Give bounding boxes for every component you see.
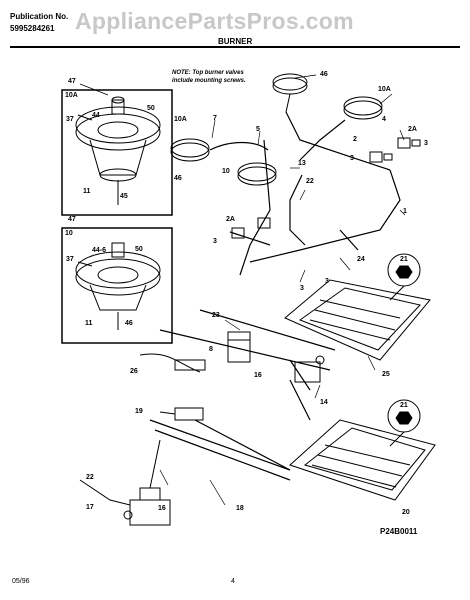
callout-1: 1	[403, 208, 407, 215]
callout-21-lower: 21	[400, 402, 408, 409]
callout-37-b: 37	[66, 256, 74, 263]
bracket-19	[159, 407, 204, 421]
valve-right-top	[397, 137, 421, 149]
callout-3-low2: 3	[325, 278, 329, 285]
callout-47-a: 47	[68, 78, 76, 85]
burner-base-10	[75, 242, 161, 330]
burner-10-center	[237, 162, 277, 186]
valve-right-mid	[369, 151, 393, 163]
callout-3-mid: 3	[350, 155, 354, 162]
callout-44-6-b: 44-6	[92, 247, 107, 254]
burner-top-right	[272, 73, 308, 113]
callout-46-top: 46	[320, 71, 328, 78]
callout-46-mid: 46	[174, 175, 182, 182]
callout-16-mid: 16	[254, 372, 262, 379]
publication-label: Publication No.	[10, 12, 69, 21]
callout-10-center: 10	[222, 168, 230, 175]
callout-17: 17	[86, 504, 94, 511]
callout-46-b: 46	[125, 320, 133, 327]
burner-10a-right	[343, 96, 383, 120]
callout-10a-right: 10A	[378, 86, 391, 93]
diagram-code: P24B0011	[380, 527, 418, 536]
burner-10a-left	[170, 138, 210, 162]
callout-3-low: 3	[300, 285, 304, 292]
lower-gas-rail	[149, 309, 336, 481]
callout-13: 13	[298, 160, 306, 167]
callout-10a-inset: 10A	[65, 92, 78, 99]
callout-50-a: 50	[147, 105, 155, 112]
nut-detail-lower	[387, 399, 421, 447]
watermark-logo: AppliancePartsPros.com	[75, 8, 354, 34]
callout-24: 24	[357, 256, 365, 263]
callout-14: 14	[320, 399, 328, 406]
callout-10a-left: 10A	[174, 116, 187, 123]
valve-left	[231, 217, 271, 239]
callout-3-right: 3	[424, 140, 428, 147]
callout-11-b: 11	[85, 320, 93, 327]
wiring-harness-26	[139, 353, 206, 373]
callout-10-inset: 10	[65, 230, 73, 237]
callout-5: 5	[256, 126, 260, 133]
publication-number: 5995284261	[10, 24, 55, 33]
callout-8: 8	[209, 346, 213, 353]
callout-7: 7	[213, 115, 217, 122]
callout-44-a: 44	[92, 112, 100, 119]
ignitor-module-8	[227, 331, 251, 363]
inset-box-10	[61, 227, 173, 344]
callout-2: 2	[353, 136, 357, 143]
footer-page: 4	[231, 578, 235, 585]
callout-37-a: 37	[66, 116, 74, 123]
note-line-1: NOTE: Top burner valves	[172, 70, 244, 76]
regulator-14	[294, 355, 325, 383]
drip-pan-lower	[289, 419, 436, 501]
callout-22-top: 22	[306, 178, 314, 185]
nut-detail-upper	[387, 253, 421, 301]
note-line-2: include mounting screws.	[172, 78, 246, 84]
callout-2a-left: 2A	[226, 216, 235, 223]
callout-50-b: 50	[135, 246, 143, 253]
callout-22-low: 22	[86, 474, 94, 481]
callout-3-left: 3	[213, 238, 217, 245]
callout-16-low: 16	[158, 505, 166, 512]
callout-20: 20	[402, 509, 410, 516]
callout-11-a: 11	[83, 188, 91, 195]
footer-date: 05/96	[12, 578, 30, 585]
leader-lines	[79, 74, 406, 506]
callout-23: 23	[212, 312, 220, 319]
callout-2a-right: 2A	[408, 126, 417, 133]
callout-19: 19	[135, 408, 143, 415]
callout-47-b: 47	[68, 216, 76, 223]
drip-pan-upper	[284, 279, 431, 361]
inset-box-10a	[61, 89, 173, 216]
callout-26: 26	[130, 368, 138, 375]
callout-25: 25	[382, 371, 390, 378]
header-rule	[10, 46, 460, 48]
callout-18: 18	[236, 505, 244, 512]
callout-21-upper: 21	[400, 256, 408, 263]
burner-base-10a	[75, 96, 161, 205]
callout-45-a: 45	[120, 193, 128, 200]
gas-line-22	[79, 439, 161, 506]
callout-4: 4	[382, 116, 386, 123]
section-title: BURNER	[218, 37, 253, 46]
